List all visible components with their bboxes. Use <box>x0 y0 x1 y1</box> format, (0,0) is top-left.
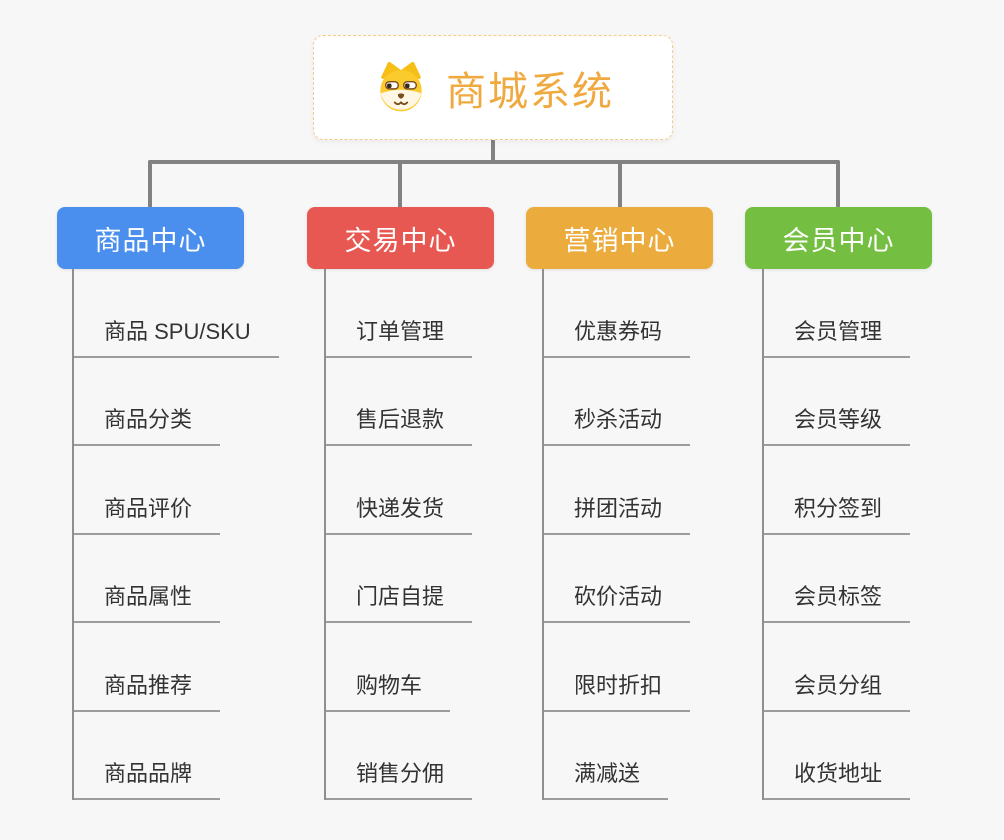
connector-drop-trade <box>398 160 402 208</box>
child-node-flash-sale[interactable]: 秒杀活动 <box>544 402 691 446</box>
child-node-points-checkin[interactable]: 积分签到 <box>764 491 911 535</box>
root-title: 商城系统 <box>446 69 614 114</box>
child-node-order-management[interactable]: 订单管理 <box>326 314 473 358</box>
child-node-member-tag[interactable]: 会员标签 <box>764 579 911 623</box>
branch-trade-center[interactable]: 交易中心 <box>307 207 494 269</box>
child-node-group-buy[interactable]: 拼团活动 <box>544 491 691 535</box>
child-node-product-attribute[interactable]: 商品属性 <box>74 579 221 623</box>
child-node-store-pickup[interactable]: 门店自提 <box>326 579 473 623</box>
member-children-column: 会员管理 会员等级 积分签到 会员标签 会员分组 收货地址 <box>762 269 911 800</box>
connector-drop-marketing <box>618 160 622 208</box>
child-node-product-review[interactable]: 商品评价 <box>74 491 221 535</box>
child-node-sales-commission[interactable]: 销售分佣 <box>326 756 473 800</box>
trade-children-column: 订单管理 售后退款 快递发货 门店自提 购物车 销售分佣 <box>324 269 473 800</box>
connector-root-stub <box>491 139 495 164</box>
child-node-member-level[interactable]: 会员等级 <box>764 402 911 446</box>
child-node-member-management[interactable]: 会员管理 <box>764 314 911 358</box>
branch-marketing-center[interactable]: 营销中心 <box>526 207 713 269</box>
child-node-coupon-code[interactable]: 优惠券码 <box>544 314 691 358</box>
child-node-product-spu-sku[interactable]: 商品 SPU/SKU <box>74 314 279 358</box>
child-node-shopping-cart[interactable]: 购物车 <box>326 668 451 712</box>
branch-member-center[interactable]: 会员中心 <box>745 207 932 269</box>
child-node-bargain-activity[interactable]: 砍价活动 <box>544 579 691 623</box>
child-node-shipping-address[interactable]: 收货地址 <box>764 756 911 800</box>
product-children-column: 商品 SPU/SKU 商品分类 商品评价 商品属性 商品推荐 商品品牌 <box>72 269 279 800</box>
child-node-product-category[interactable]: 商品分类 <box>74 402 221 446</box>
shiba-dog-icon <box>372 61 430 115</box>
child-node-limited-time-discount[interactable]: 限时折扣 <box>544 668 691 712</box>
connector-drop-member <box>836 160 840 208</box>
child-node-member-group[interactable]: 会员分组 <box>764 668 911 712</box>
connector-drop-product <box>148 160 152 208</box>
child-node-express-delivery[interactable]: 快递发货 <box>326 491 473 535</box>
root-node[interactable]: 商城系统 <box>313 35 673 140</box>
connector-bus <box>148 160 840 164</box>
child-node-spend-and-save[interactable]: 满减送 <box>544 756 669 800</box>
child-node-product-brand[interactable]: 商品品牌 <box>74 756 221 800</box>
child-node-aftersale-refund[interactable]: 售后退款 <box>326 402 473 446</box>
branch-product-center[interactable]: 商品中心 <box>57 207 244 269</box>
child-node-product-recommend[interactable]: 商品推荐 <box>74 668 221 712</box>
marketing-children-column: 优惠券码 秒杀活动 拼团活动 砍价活动 限时折扣 满减送 <box>542 269 691 800</box>
